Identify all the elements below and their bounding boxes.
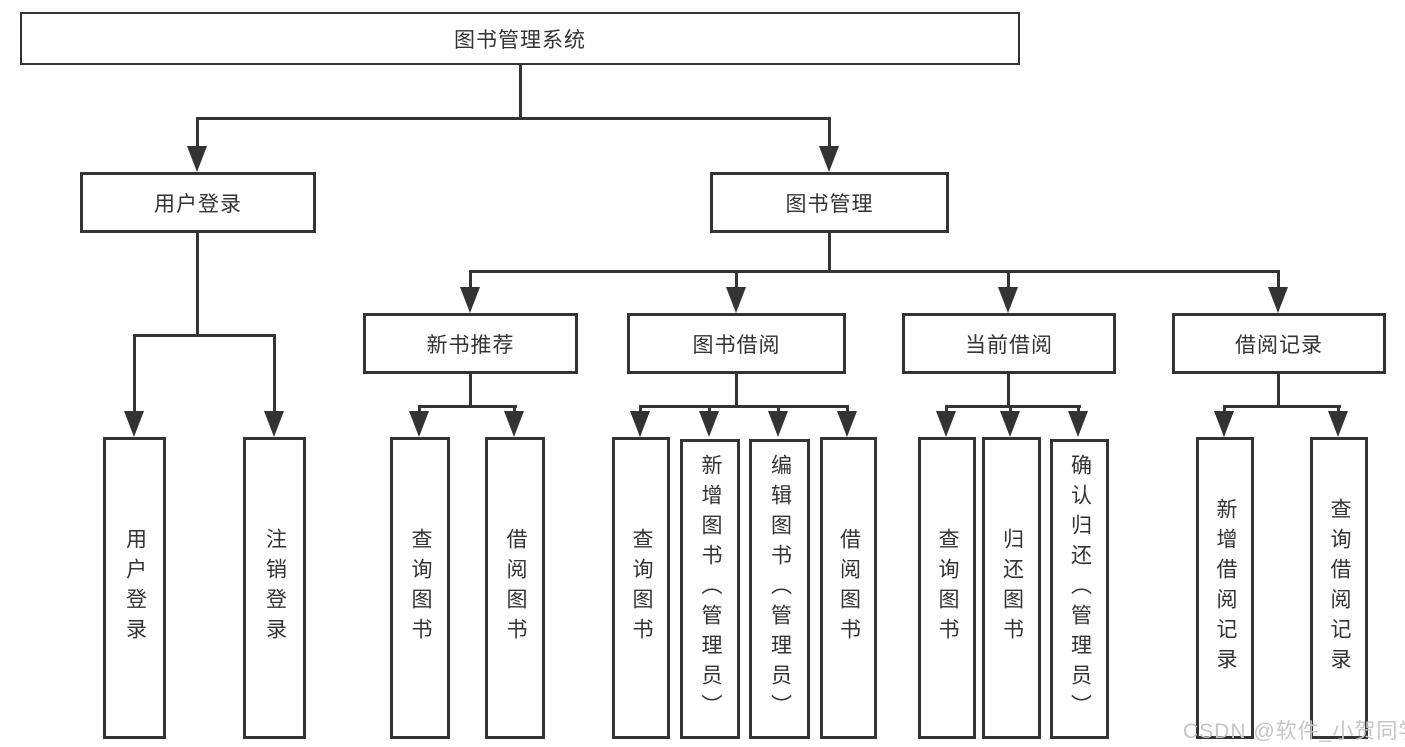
node-current-borrow-label: 当前借阅 (965, 333, 1053, 357)
leaf-br-query-record: 查询借阅记录 (1310, 437, 1368, 739)
connector-line (1077, 405, 1080, 414)
leaf-user-login-label: 用户登录 (123, 528, 147, 648)
connector-line (639, 405, 642, 414)
arrow-down-icon (124, 411, 144, 437)
node-new-book-recommend-label: 新书推荐 (426, 333, 515, 357)
connector-line (1223, 405, 1226, 414)
connector-line (1007, 374, 1010, 408)
node-root-label: 图书管理系统 (454, 28, 586, 52)
connector-line (945, 405, 948, 414)
arrow-down-icon (504, 411, 524, 437)
leaf-nbr-query-books: 查询图书 (390, 437, 450, 739)
connector-line (828, 233, 831, 273)
leaf-nbr-query-books-label: 查询图书 (409, 528, 432, 648)
leaf-cb-query-books: 查询图书 (918, 437, 976, 739)
node-book-management: 图书管理 (710, 172, 949, 233)
connector-line (418, 405, 421, 414)
connector-line (196, 117, 831, 120)
connector-line (196, 233, 199, 337)
connector-line (777, 405, 780, 414)
arrow-down-icon (264, 411, 284, 437)
arrow-down-icon (1000, 411, 1020, 437)
connector-line (1277, 374, 1280, 408)
node-book-management-label: 图书管理 (785, 192, 874, 216)
arrow-down-icon (998, 287, 1018, 313)
node-user-login: 用户登录 (80, 172, 316, 233)
leaf-bb-edit-books-admin: 编辑图书（管理员） (749, 439, 810, 739)
connector-line (1223, 405, 1341, 408)
leaf-nbr-borrow-books: 借阅图书 (485, 437, 545, 739)
leaf-br-query-record-label: 查询借阅记录 (1328, 498, 1351, 678)
node-borrow-records-label: 借阅记录 (1235, 333, 1323, 357)
node-book-borrow: 图书借阅 (627, 313, 846, 374)
connector-line (735, 374, 738, 408)
connector-line (1009, 405, 1012, 414)
leaf-logout-label: 注销登录 (263, 528, 287, 648)
leaf-cb-query-books-label: 查询图书 (936, 528, 959, 648)
connector-line (828, 117, 831, 147)
connector-line (1277, 270, 1280, 292)
arrow-down-icon (630, 411, 650, 437)
leaf-cb-confirm-return-admin-label: 确认归还（管理员） (1068, 454, 1092, 724)
arrow-down-icon (699, 411, 719, 437)
node-book-borrow-label: 图书借阅 (692, 333, 781, 357)
connector-line (133, 334, 276, 337)
arrow-down-icon (1068, 411, 1088, 437)
connector-line (196, 117, 199, 147)
connector-line (273, 334, 276, 413)
arrow-down-icon (819, 146, 839, 172)
connector-line (1007, 270, 1010, 292)
connector-line (133, 334, 136, 413)
node-borrow-records: 借阅记录 (1172, 313, 1386, 374)
leaf-bb-query-books-label: 查询图书 (630, 528, 653, 648)
connector-line (469, 374, 472, 408)
leaf-logout: 注销登录 (243, 437, 306, 739)
leaf-cb-confirm-return-admin: 确认归还（管理员） (1050, 439, 1109, 739)
arrow-down-icon (409, 411, 429, 437)
leaf-bb-add-books-admin: 新增图书（管理员） (680, 439, 740, 739)
leaf-cb-return-books-label: 归还图书 (1000, 528, 1024, 648)
connector-line (945, 405, 1081, 408)
node-current-borrow: 当前借阅 (902, 313, 1116, 374)
arrow-down-icon (1268, 287, 1288, 313)
leaf-bb-edit-books-admin-label: 编辑图书（管理员） (768, 454, 792, 724)
connector-line (418, 405, 517, 408)
arrow-down-icon (187, 146, 207, 172)
leaf-bb-borrow-books-label: 借阅图书 (837, 528, 861, 648)
arrow-down-icon (726, 287, 746, 313)
leaf-user-login: 用户登录 (103, 437, 166, 739)
node-new-book-recommend: 新书推荐 (363, 313, 578, 374)
arrow-down-icon (837, 411, 857, 437)
arrow-down-icon (1214, 411, 1234, 437)
connector-line (513, 405, 516, 414)
leaf-br-add-record: 新增借阅记录 (1196, 437, 1254, 739)
connector-line (519, 64, 522, 120)
connector-line (639, 405, 849, 408)
node-user-login-label: 用户登录 (154, 192, 242, 216)
leaf-nbr-borrow-books-label: 借阅图书 (504, 528, 527, 648)
node-root: 图书管理系统 (20, 12, 1020, 65)
arrow-down-icon (460, 287, 480, 313)
connector-line (735, 270, 738, 292)
connector-line (469, 270, 472, 292)
connector-line (1337, 405, 1340, 414)
connector-line (708, 405, 711, 414)
connector-line (469, 270, 1280, 273)
leaf-bb-add-books-admin-label: 新增图书（管理员） (699, 454, 722, 724)
leaf-br-add-record-label: 新增借阅记录 (1214, 498, 1237, 678)
leaf-cb-return-books: 归还图书 (982, 437, 1041, 739)
arrow-down-icon (768, 411, 788, 437)
arrow-down-icon (936, 411, 956, 437)
arrow-down-icon (1328, 411, 1348, 437)
csdn-watermark: CSDN @软件_小贺同学 (1183, 720, 1405, 743)
leaf-bb-query-books: 查询图书 (612, 437, 670, 739)
leaf-bb-borrow-books: 借阅图书 (820, 437, 877, 739)
connector-line (846, 405, 849, 414)
